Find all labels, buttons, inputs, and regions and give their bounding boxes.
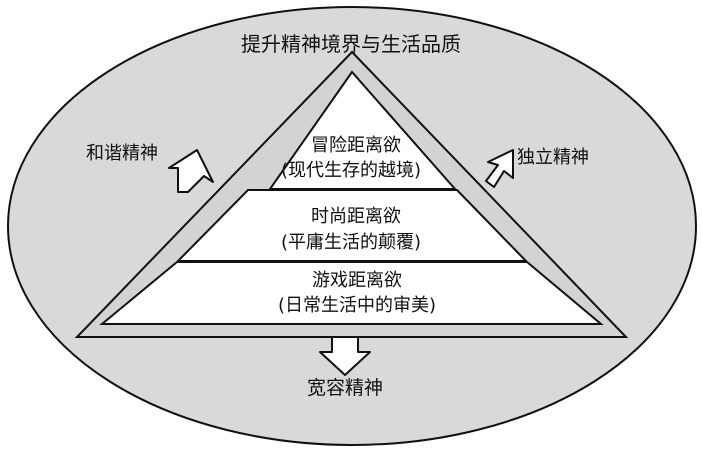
left-up-arrow — [168, 149, 214, 193]
right-up-arrow — [485, 149, 514, 188]
tier-1-title: 冒险距离欲 — [311, 135, 401, 156]
bottom-label: 宽容精神 — [306, 377, 384, 399]
tier-3-band — [99, 261, 604, 325]
tier-1-subtitle: (现代生存的越境) — [280, 160, 422, 181]
tier-2-subtitle: (平庸生活的颠覆) — [280, 232, 422, 253]
tier-3-title: 游戏距离欲 — [312, 270, 402, 291]
diagram-title: 提升精神境界与生活品质 — [241, 32, 461, 56]
left-label: 和谐精神 — [86, 143, 158, 164]
tier-3-subtitle: (日常生活中的审美) — [277, 295, 437, 316]
right-label: 独立精神 — [517, 147, 589, 168]
tier-2-title: 时尚距离欲 — [311, 206, 401, 227]
